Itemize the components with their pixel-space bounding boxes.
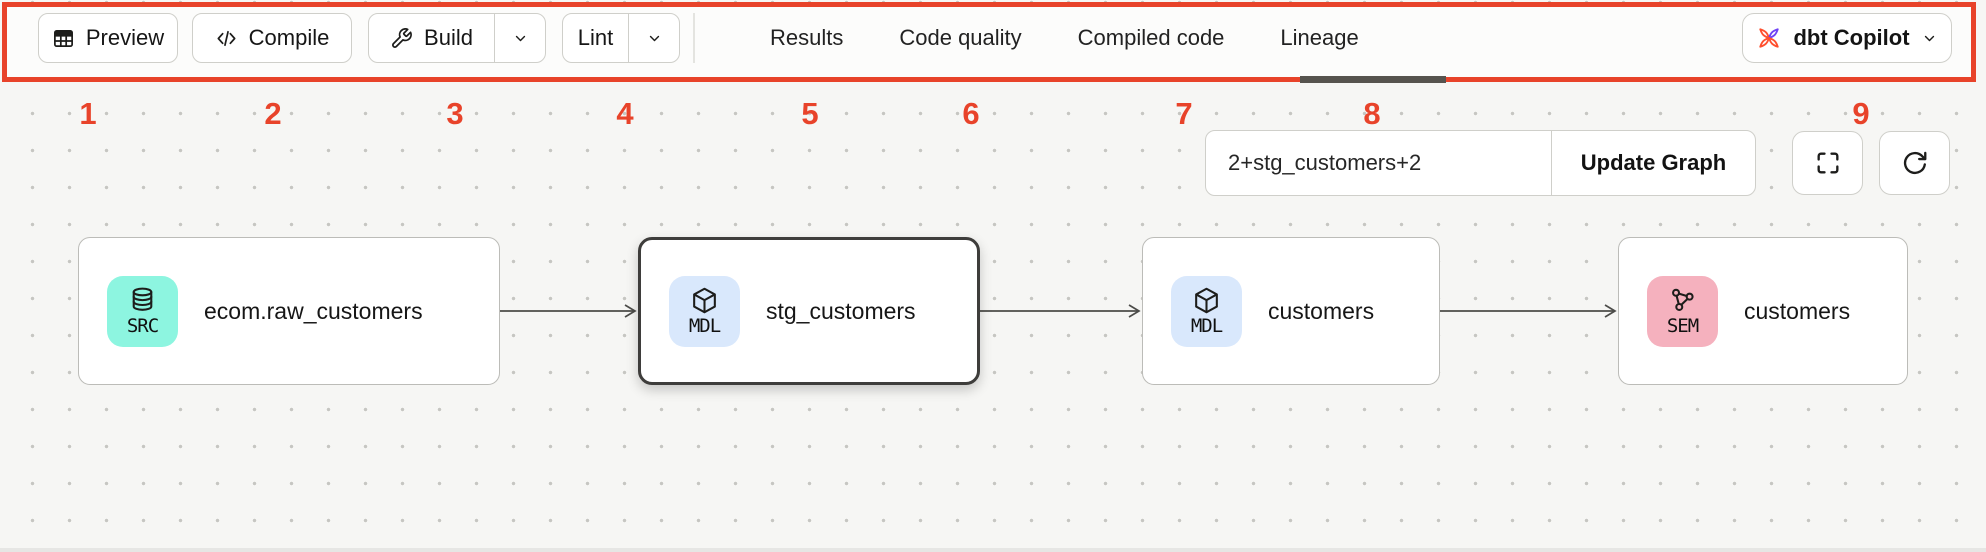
tab-results[interactable]: Results [770, 25, 844, 50]
annotation-number-1: 1 [79, 96, 97, 131]
annotation-number-9: 9 [1852, 96, 1870, 131]
source-badge: SRC [107, 275, 178, 347]
lineage-selector-input[interactable]: 2+stg_customers+2 [1206, 131, 1552, 195]
dbt-copilot-label: dbt Copilot [1793, 25, 1910, 50]
edge-source-to-stg [500, 304, 637, 318]
badge-label: SEM [1666, 314, 1699, 337]
semantic-badge: SEM [1647, 275, 1718, 347]
model-badge: MDL [1171, 275, 1242, 347]
model-badge: MDL [669, 275, 740, 347]
tab-compiled-code[interactable]: Compiled code [1077, 25, 1225, 50]
lineage-selector-group: 2+stg_customers+2 Update Graph [1205, 130, 1756, 196]
edge-customers-to-semantic [1440, 304, 1617, 318]
tab-lineage[interactable]: Lineage [1280, 25, 1359, 50]
cube-icon [1191, 285, 1222, 316]
lint-button[interactable]: Lint [563, 14, 628, 62]
build-split-button: Build [368, 13, 546, 63]
chevron-down-icon [511, 29, 530, 48]
compile-button-label: Compile [248, 25, 330, 50]
compile-button[interactable]: Compile [192, 13, 352, 63]
annotation-number-4: 4 [616, 96, 634, 131]
cube-icon [689, 285, 720, 316]
preview-button[interactable]: Preview [38, 13, 178, 63]
semantic-model-icon [1667, 285, 1698, 316]
dbt-logo-icon [1755, 24, 1783, 52]
chevron-down-icon [645, 29, 664, 48]
node-semantic-customers[interactable]: SEM customers [1618, 237, 1908, 385]
lint-split-button: Lint [562, 13, 680, 63]
refresh-button[interactable] [1879, 131, 1950, 195]
database-icon [127, 285, 158, 316]
node-label: customers [1268, 297, 1375, 324]
node-label: customers [1744, 297, 1851, 324]
annotation-number-2: 2 [264, 96, 282, 131]
update-graph-button[interactable]: Update Graph [1580, 150, 1727, 175]
badge-label: MDL [1190, 314, 1223, 337]
tab-code-quality[interactable]: Code quality [899, 25, 1022, 50]
node-label: stg_customers [766, 297, 916, 324]
lint-dropdown-button[interactable] [628, 14, 679, 62]
horizontal-scrollbar-track[interactable] [0, 548, 1986, 552]
preview-button-label: Preview [85, 25, 165, 50]
annotation-number-6: 6 [962, 96, 980, 131]
node-model-customers[interactable]: MDL customers [1142, 237, 1440, 385]
annotation-number-5: 5 [801, 96, 819, 131]
dbt-copilot-button[interactable]: dbt Copilot [1742, 13, 1952, 63]
result-panel-tabs: Results Code quality Compiled code Linea… [770, 13, 1359, 63]
build-button-label: Build [424, 25, 473, 50]
annotation-number-7: 7 [1175, 96, 1193, 131]
edge-stg-to-customers [980, 304, 1141, 318]
table-icon [52, 27, 75, 50]
active-tab-underline [1300, 76, 1446, 83]
lint-button-label: Lint [577, 25, 614, 50]
fullscreen-button[interactable] [1792, 131, 1863, 195]
annotation-number-3: 3 [446, 96, 464, 131]
badge-label: SRC [126, 314, 159, 337]
node-label: ecom.raw_customers [204, 297, 423, 324]
badge-label: MDL [688, 314, 721, 337]
wrench-icon [390, 27, 413, 50]
fullscreen-icon [1814, 149, 1842, 177]
build-button[interactable]: Build [369, 14, 494, 62]
build-dropdown-button[interactable] [494, 14, 545, 62]
chevron-down-icon [1920, 29, 1939, 48]
toolbar-divider [693, 13, 695, 63]
code-icon [215, 27, 238, 50]
node-source-ecom-raw-customers[interactable]: SRC ecom.raw_customers [78, 237, 500, 385]
refresh-icon [1901, 149, 1929, 177]
annotation-number-8: 8 [1363, 96, 1381, 131]
node-model-stg-customers[interactable]: MDL stg_customers [638, 237, 980, 385]
